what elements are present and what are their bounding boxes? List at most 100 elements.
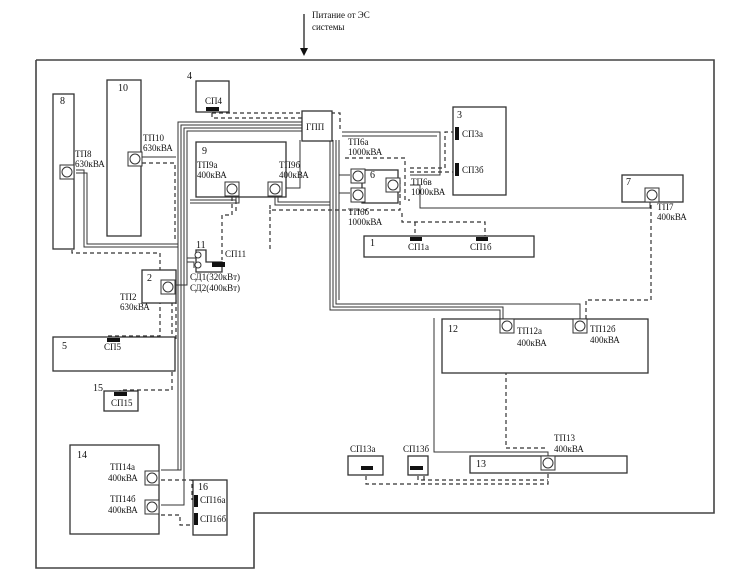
tp9b-name: ТП9б xyxy=(279,160,300,170)
tp6b-rating: 1000кВА xyxy=(348,217,383,227)
supply-label-line1: Питание от ЭС xyxy=(312,10,370,20)
tp9a-symbol[interactable] xyxy=(224,181,240,197)
tp13-rating: 400кВА xyxy=(554,444,584,454)
svg-text:6: 6 xyxy=(370,170,375,181)
svg-text:16: 16 xyxy=(198,482,208,493)
building-2[interactable]: 2 xyxy=(141,269,177,304)
tp6b-symbol[interactable] xyxy=(350,187,366,203)
sp5-symbol xyxy=(107,338,120,342)
tp13-name: ТП13 xyxy=(554,433,575,443)
building-9[interactable]: 9 xyxy=(195,141,287,198)
tp2-rating: 630кВА xyxy=(120,302,150,312)
tp14b-symbol[interactable] xyxy=(144,499,160,515)
tp8-name: ТП8 xyxy=(75,149,92,159)
svg-text:11: 11 xyxy=(196,240,206,251)
tp9a-name: ТП9а xyxy=(197,160,218,170)
svg-text:8: 8 xyxy=(60,96,65,107)
tp6v-name: ТП6в xyxy=(411,177,432,187)
tp9b-rating: 400кВА xyxy=(279,170,309,180)
tp9a-rating: 400кВА xyxy=(197,170,227,180)
svg-text:9: 9 xyxy=(202,146,207,157)
sp5-label: СП5 xyxy=(104,342,122,352)
svg-text:2: 2 xyxy=(147,273,152,284)
building-13-sp-b[interactable] xyxy=(407,455,429,476)
supply-label-line2: системы xyxy=(312,22,344,32)
sp3a-label: СП3а xyxy=(462,129,483,139)
sp1a-symbol xyxy=(410,237,422,241)
building-16[interactable]: 16 xyxy=(192,479,228,536)
tp12a-name: ТП12а xyxy=(517,326,542,336)
building-15[interactable]: 15 xyxy=(93,383,139,412)
sp11-symbol xyxy=(212,262,225,267)
tp8-rating: 630кВА xyxy=(75,159,105,169)
svg-text:ГПП: ГПП xyxy=(306,122,325,132)
sp16b-symbol xyxy=(194,513,198,525)
tp6a-rating: 1000кВА xyxy=(348,147,383,157)
sp16a-label: СП16а xyxy=(200,495,226,505)
svg-text:15: 15 xyxy=(93,383,103,394)
motor-sd2-symbol[interactable] xyxy=(194,261,202,269)
tp12a-rating: 400кВА xyxy=(517,338,547,348)
tp14a-name: ТП14а xyxy=(110,462,135,472)
gpp[interactable]: ГПП xyxy=(301,110,333,142)
sp13a-symbol xyxy=(361,466,373,470)
tp13-symbol[interactable] xyxy=(540,455,556,471)
tp6v-rating: 1000кВА xyxy=(411,187,446,197)
building-12[interactable]: 12 xyxy=(441,318,649,374)
panel-symbols xyxy=(107,107,488,525)
sp3b-symbol xyxy=(455,163,459,176)
sp4-label: СП4 xyxy=(205,96,223,106)
tp12b-name: ТП12б xyxy=(590,324,616,334)
sp15-symbol xyxy=(114,392,127,396)
tp7-name: ТП7 xyxy=(657,202,674,212)
tp14a-symbol[interactable] xyxy=(144,470,160,486)
building-3[interactable]: 3 xyxy=(452,106,507,196)
tp12b-symbol[interactable] xyxy=(572,318,588,334)
tp12b-rating: 400кВА xyxy=(590,335,620,345)
tp14b-rating: 400кВА xyxy=(108,505,138,515)
tp7-rating: 400кВА xyxy=(657,212,687,222)
building-14[interactable]: 14 xyxy=(69,444,160,535)
tp8-symbol[interactable] xyxy=(59,164,75,180)
sp11-label: СП11 xyxy=(225,249,246,259)
sp16a-symbol xyxy=(194,495,198,507)
tp9b-symbol[interactable] xyxy=(267,181,283,197)
sp3b-label: СП3б xyxy=(462,165,484,175)
tp6v-symbol[interactable] xyxy=(385,177,401,193)
supply-arrow xyxy=(300,14,308,56)
sp1b-label: СП1б xyxy=(470,242,492,252)
tp10-rating: 630кВА xyxy=(143,143,173,153)
svg-text:7: 7 xyxy=(626,177,631,188)
tp14b-name: ТП14б xyxy=(110,494,136,504)
motor-sd2-label: СД2(400кВт) xyxy=(190,283,240,293)
tp10-symbol[interactable] xyxy=(127,151,143,167)
sp15-label: СП15 xyxy=(111,398,133,408)
svg-text:12: 12 xyxy=(448,324,458,335)
sp3a-symbol xyxy=(455,127,459,140)
svg-text:1: 1 xyxy=(370,238,375,249)
tp6a-name: ТП6а xyxy=(348,137,369,147)
svg-text:5: 5 xyxy=(62,341,67,352)
sp1b-symbol xyxy=(476,237,488,241)
building-13-sp-a[interactable] xyxy=(347,455,384,476)
tp6a-symbol[interactable] xyxy=(350,168,366,184)
sp16b-label: СП16б xyxy=(200,514,227,524)
tp7-symbol[interactable] xyxy=(644,187,660,203)
tp12a-symbol[interactable] xyxy=(499,318,515,334)
svg-text:4: 4 xyxy=(187,71,192,82)
tp6b-name: ТП6б xyxy=(348,207,369,217)
building-4[interactable]: 4 xyxy=(187,71,230,113)
svg-text:13: 13 xyxy=(476,459,486,470)
motor-sd1-label: СД1(320кВт) xyxy=(190,272,240,282)
plant-boundary xyxy=(35,59,715,569)
building-1[interactable]: 1 xyxy=(363,235,535,258)
svg-text:14: 14 xyxy=(77,450,87,461)
sp13b-label: СП13б xyxy=(403,444,430,454)
svg-text:10: 10 xyxy=(118,83,128,94)
building-5[interactable]: 5 xyxy=(52,336,176,372)
tp2-name: ТП2 xyxy=(120,292,137,302)
motor-sd1-symbol[interactable] xyxy=(194,251,202,259)
tp2-symbol[interactable] xyxy=(160,279,176,295)
sp13a-label: СП13а xyxy=(350,444,376,454)
